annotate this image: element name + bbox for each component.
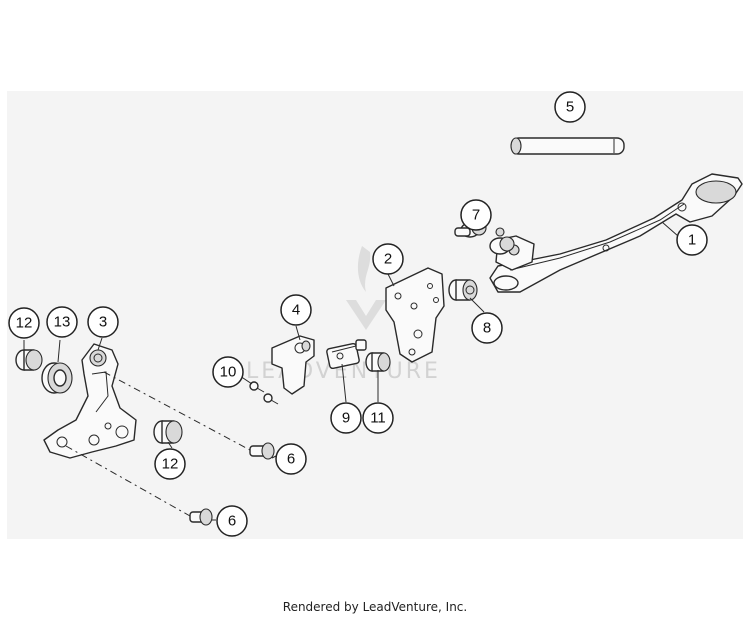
part-13-bearing bbox=[41, 362, 73, 394]
part-6-bolt-upper bbox=[249, 442, 275, 460]
part-1-side-stand bbox=[489, 173, 743, 293]
callout-label: 6 bbox=[287, 451, 295, 468]
callout-12b: 12 bbox=[154, 448, 186, 480]
callout-label: 5 bbox=[566, 99, 574, 116]
callout-label: 11 bbox=[370, 410, 386, 427]
callout-label: 2 bbox=[384, 251, 392, 268]
part-3-frame-bracket bbox=[43, 343, 137, 459]
assembly-line-upper bbox=[103, 371, 251, 451]
leader-lines bbox=[23, 221, 679, 521]
callout-5: 5 bbox=[554, 91, 586, 123]
part-12-spacer-upper bbox=[15, 349, 43, 371]
watermark-flame-icon bbox=[357, 246, 371, 292]
callout-label: 4 bbox=[292, 302, 300, 319]
callout-label: 10 bbox=[220, 364, 237, 381]
part-5-pin bbox=[510, 137, 625, 155]
callout-11: 11 bbox=[362, 402, 394, 434]
render-credit: Rendered by LeadVenture, Inc. bbox=[282, 600, 468, 614]
part-10-screws bbox=[249, 381, 279, 405]
callout-3: 3 bbox=[87, 306, 119, 338]
callout-label: 3 bbox=[99, 314, 107, 331]
callout-7: 7 bbox=[460, 199, 492, 231]
callout-12a: 12 bbox=[8, 307, 40, 339]
callout-8: 8 bbox=[471, 312, 503, 344]
part-11-stud bbox=[365, 352, 391, 372]
callout-label: 1 bbox=[688, 232, 696, 249]
part-4-bracket bbox=[271, 335, 315, 395]
watermark-v-logo-icon bbox=[346, 300, 386, 330]
callout-9: 9 bbox=[330, 402, 362, 434]
callout-label: 6 bbox=[228, 513, 236, 530]
part-2-mounting-plate bbox=[385, 267, 445, 363]
callout-label: 12 bbox=[16, 315, 33, 332]
callout-1: 1 bbox=[676, 224, 708, 256]
callout-4: 4 bbox=[280, 294, 312, 326]
assembly-line-lower bbox=[65, 445, 191, 517]
part-9-switch bbox=[326, 339, 367, 370]
part-6-bolt-lower bbox=[189, 508, 213, 526]
callout-label: 12 bbox=[162, 456, 179, 473]
callout-10: 10 bbox=[212, 356, 244, 388]
callout-6a: 6 bbox=[275, 443, 307, 475]
part-8-bushing bbox=[448, 279, 478, 301]
part-12-spacer-lower bbox=[153, 420, 183, 444]
callout-2: 2 bbox=[372, 243, 404, 275]
callout-label: 8 bbox=[483, 320, 491, 337]
callout-label: 9 bbox=[342, 410, 350, 427]
callout-label: 13 bbox=[54, 314, 71, 331]
callout-13: 13 bbox=[46, 306, 78, 338]
callout-label: 7 bbox=[472, 207, 480, 224]
callout-6b: 6 bbox=[216, 505, 248, 537]
